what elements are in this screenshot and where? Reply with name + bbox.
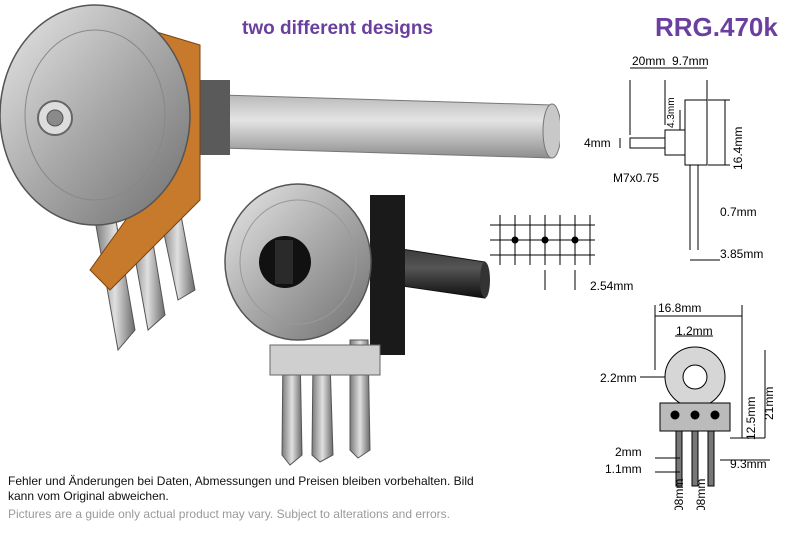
dim-shaft-length: 20mm xyxy=(632,54,665,68)
dim-thread: M7x0.75 xyxy=(613,171,659,185)
side-view xyxy=(619,67,730,261)
dim-hole-dia: 2.2mm xyxy=(600,371,637,385)
dim-total-height: 21mm xyxy=(762,387,776,420)
dim-pin-width: 2mm xyxy=(615,445,642,459)
dim-pin-pitch-b: 5.08mm xyxy=(694,479,708,510)
dim-front-gap: 1.2mm xyxy=(676,324,713,338)
dim-front-width: 16.8mm xyxy=(658,301,701,315)
product-photo xyxy=(0,4,560,466)
dim-center-height: 12.5mm xyxy=(744,397,758,440)
small-potentiometer xyxy=(224,183,490,466)
dim-shaft-diameter: 4mm xyxy=(584,136,611,150)
dim-grid-pitch: 2.54mm xyxy=(590,279,633,293)
dim-pin-pitch-a: 5.08mm xyxy=(672,479,686,510)
disclaimer-german-line-1: Fehler und Änderungen bei Daten, Abmessu… xyxy=(8,474,474,488)
dim-side-height: 16.4mm xyxy=(731,127,745,170)
disclaimer-english: Pictures are a guide only actual product… xyxy=(8,507,451,521)
dim-body-depth: 9.7mm xyxy=(672,54,709,68)
pin-grid xyxy=(490,215,595,290)
product-code: RRG.470k xyxy=(655,12,778,42)
disclaimer-german: Fehler und Änderungen bei Daten, Abmessu… xyxy=(8,474,474,504)
dim-pin-thick: 1.1mm xyxy=(605,462,642,476)
dim-pin-thickness: 0.7mm xyxy=(720,205,757,219)
page-title: two different designs xyxy=(242,18,434,39)
front-view xyxy=(640,305,770,487)
dim-pin-length-front: 9.3mm xyxy=(730,457,767,471)
large-potentiometer xyxy=(0,4,560,352)
disclaimer-german-line-2: kann vom Original abweichen. xyxy=(8,489,169,503)
dim-pin-length: 3.85mm xyxy=(720,247,763,261)
dim-bushing-height: 4.3mm xyxy=(666,97,677,128)
technical-drawing: 20mm 9.7mm 4mm 4.3mm M7x0.75 16.4mm 0.7m… xyxy=(490,54,776,510)
